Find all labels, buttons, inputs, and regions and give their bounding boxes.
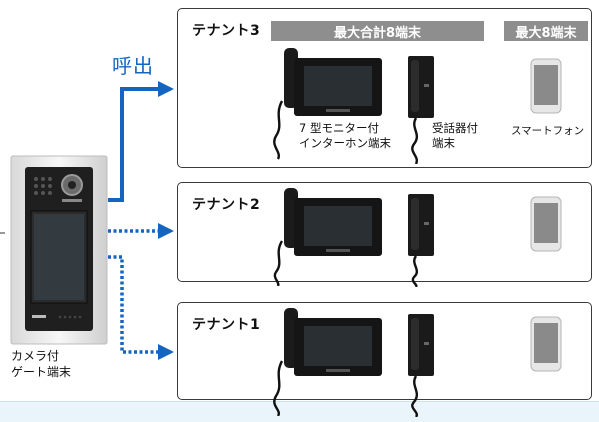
smartphone-icon — [530, 58, 562, 114]
handset-caption: 受話器付 端末 — [432, 121, 478, 150]
smartphone-icon — [530, 196, 562, 252]
smartphone-caption: スマートフォン — [511, 125, 585, 137]
gate-caption: カメラ付 ゲート端末 — [11, 349, 72, 379]
gate-station-icon — [10, 155, 108, 345]
smartphone-icon — [530, 316, 562, 372]
monitor-station-icon — [273, 48, 382, 160]
monitor-station-icon — [273, 188, 382, 286]
tenant-2-panel: テナント2 — [177, 182, 592, 282]
tenant-label: テナント3 — [192, 23, 261, 39]
max-total-header: 最大合計8端末 — [271, 21, 484, 41]
bottom-band — [0, 401, 599, 422]
solid-call-line — [108, 87, 160, 202]
monitor-caption: 7 型モニター付 インターホン端末 — [299, 121, 391, 150]
tenant-1-panel: テナント1 — [177, 302, 592, 400]
dotted-line-tenant-1 — [108, 255, 160, 354]
tenant-label: テナント2 — [192, 197, 261, 213]
monitor-station-icon — [273, 308, 382, 416]
call-label: 呼出 — [112, 54, 154, 78]
arrow-right-icon — [158, 344, 174, 360]
handset-station-icon — [408, 56, 434, 164]
tenant-3-panel: テナント3 最大合計8端末 最大8端末 7 型モニター付 インターホン端末 受話… — [177, 8, 592, 168]
arrow-right-icon — [158, 81, 174, 97]
tenant-label: テナント1 — [192, 317, 261, 333]
handset-station-icon — [408, 314, 434, 417]
arrow-right-icon — [158, 223, 174, 239]
max-eight-header: 最大8端末 — [504, 21, 588, 41]
handset-station-icon — [408, 194, 434, 287]
